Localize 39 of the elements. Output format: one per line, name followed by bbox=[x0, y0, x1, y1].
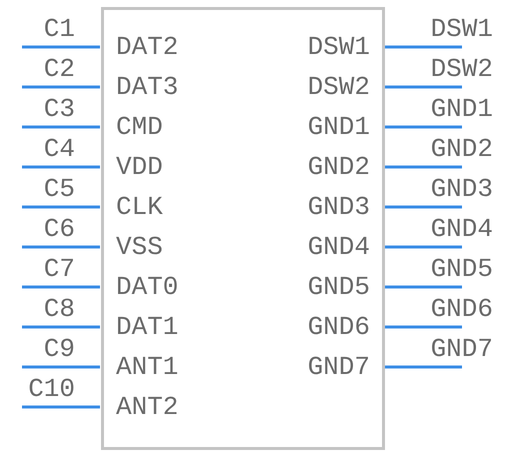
pin-name: GND3 bbox=[308, 192, 370, 222]
pin-name: CMD bbox=[116, 112, 163, 142]
pin-name: DAT0 bbox=[116, 272, 178, 302]
pin-number: DSW2 bbox=[430, 54, 493, 84]
pin-name: GND2 bbox=[308, 152, 370, 182]
pin-number: GND5 bbox=[430, 254, 493, 284]
pin-name: GND6 bbox=[308, 312, 370, 342]
pin-number: C3 bbox=[44, 94, 75, 124]
pin-number: C1 bbox=[44, 14, 75, 44]
pin-name: ANT1 bbox=[116, 352, 178, 382]
pin-number: C4 bbox=[44, 134, 75, 164]
pin-name: GND4 bbox=[308, 232, 370, 262]
pin-name: DSW2 bbox=[308, 72, 370, 102]
pin-number: C7 bbox=[44, 254, 75, 284]
pin-number: GND1 bbox=[430, 94, 493, 124]
pin-number: GND6 bbox=[430, 294, 493, 324]
pin-name: VDD bbox=[116, 152, 163, 182]
pin-name: VSS bbox=[116, 232, 163, 262]
pin-name: GND1 bbox=[308, 112, 370, 142]
pin-name: DAT1 bbox=[116, 312, 178, 342]
pin-name: DAT2 bbox=[116, 32, 178, 62]
pin-number: C6 bbox=[44, 214, 75, 244]
pin-name: GND7 bbox=[308, 352, 370, 382]
pin-number: C8 bbox=[44, 294, 75, 324]
pin-number: C10 bbox=[28, 374, 75, 404]
pin-number: DSW1 bbox=[430, 14, 493, 44]
pin-name: GND5 bbox=[308, 272, 370, 302]
pin-number: C9 bbox=[44, 334, 75, 364]
pin-number: GND3 bbox=[430, 174, 493, 204]
pin-name: ANT2 bbox=[116, 392, 178, 422]
pin-name: CLK bbox=[116, 192, 163, 222]
pin-number: C2 bbox=[44, 54, 75, 84]
component-body bbox=[101, 7, 385, 450]
pin-number: GND4 bbox=[430, 214, 493, 244]
pin-number: C5 bbox=[44, 174, 75, 204]
pin-name: DAT3 bbox=[116, 72, 178, 102]
pin-number: GND2 bbox=[430, 134, 493, 164]
pin-name: DSW1 bbox=[308, 32, 370, 62]
pin-number: GND7 bbox=[430, 334, 493, 364]
